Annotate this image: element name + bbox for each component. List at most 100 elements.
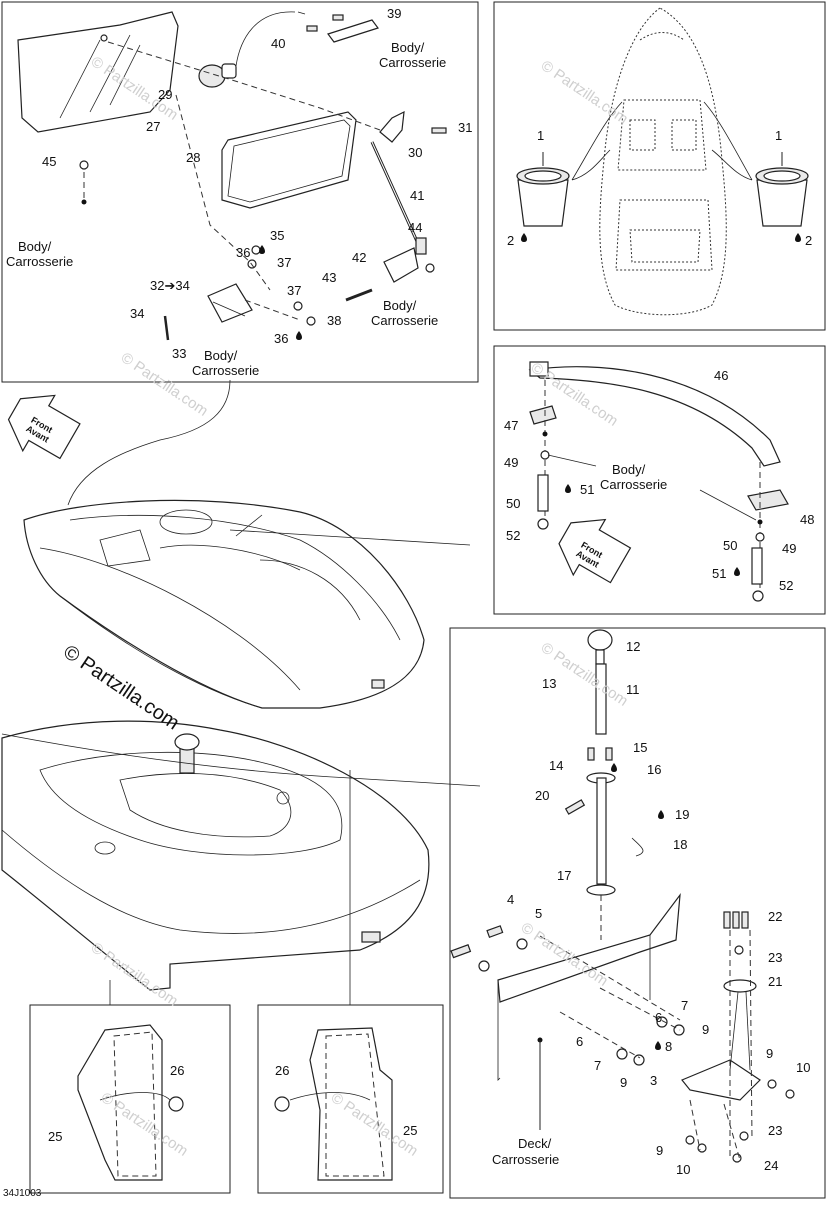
front-arrow-upper xyxy=(7,394,81,460)
part-label-p7: 7 xyxy=(681,998,688,1013)
part-label-p10: 10 xyxy=(796,1060,810,1075)
bracket-3 xyxy=(681,1059,761,1101)
part-label-p22: 22 xyxy=(768,909,782,924)
part-label-p37: 37 xyxy=(277,255,291,270)
part-label-p43: 43 xyxy=(322,270,336,285)
panel-inset-left xyxy=(29,1004,231,1194)
part-label-p5: 5 xyxy=(535,906,542,921)
carrosserie-label: Carrosserie xyxy=(6,254,73,269)
panel-top-left xyxy=(1,1,479,383)
part-label-p47: 47 xyxy=(504,418,518,433)
carrosserie-label: Carrosserie xyxy=(379,55,446,70)
part-label-p25: 25 xyxy=(403,1123,417,1138)
part-label-p12: 12 xyxy=(626,639,640,654)
part-label-p52: 52 xyxy=(506,528,520,543)
loctite-drop-icon xyxy=(521,233,527,242)
bracket-39 xyxy=(327,19,379,43)
part-label-p35: 35 xyxy=(270,228,284,243)
part-label-p37: 37 xyxy=(287,283,301,298)
part-label-p29: 29 xyxy=(158,87,172,102)
gasket xyxy=(221,111,357,209)
part-label-p11: 11 xyxy=(626,682,640,697)
loctite-drop-icon xyxy=(655,1041,661,1050)
panel-top-right xyxy=(493,1,826,331)
part-label-p46: 46 xyxy=(714,368,728,383)
boat-stern xyxy=(1,720,430,991)
panel-mid-right xyxy=(493,345,826,615)
loctite-drop-icon xyxy=(259,245,265,254)
faint-watermark: © Partzilla.com xyxy=(538,639,631,710)
part-label-p44: 44 xyxy=(408,220,422,235)
part-label-p7: 7 xyxy=(594,1058,601,1073)
part-label-p49: 49 xyxy=(782,541,796,556)
part-label-p39: 39 xyxy=(387,6,401,21)
tube-14 xyxy=(596,777,607,885)
part-label-p10: 10 xyxy=(676,1162,690,1177)
part-label-p6: 6 xyxy=(655,1010,662,1025)
grab-rail xyxy=(528,366,781,467)
part-label-p24: 24 xyxy=(764,1158,778,1173)
body-label: Body/ xyxy=(612,462,646,477)
part-label-p27: 27 xyxy=(146,119,160,134)
body-label: Body/ xyxy=(18,239,52,254)
part-label-p49: 49 xyxy=(504,455,518,470)
loctite-drop-icon xyxy=(565,484,571,493)
part-label-p14: 14 xyxy=(549,758,563,773)
part-label-p3: 3 xyxy=(650,1073,657,1088)
carrosserie-label: Carrosserie xyxy=(371,313,438,328)
part-label-p19: 19 xyxy=(675,807,689,822)
part-label-p32_34: 32➔34 xyxy=(150,278,190,293)
part-label-p30: 30 xyxy=(408,145,422,160)
part-label-p40: 40 xyxy=(271,36,285,51)
part-label-p18: 18 xyxy=(673,837,687,852)
body-label: Body/ xyxy=(204,348,238,363)
cup-holder-left xyxy=(516,167,570,227)
part-label-p50: 50 xyxy=(506,496,520,511)
part-label-p9: 9 xyxy=(702,1022,709,1037)
part-label-p13: 13 xyxy=(542,676,556,691)
front-arrow-lower xyxy=(558,518,632,584)
part-label-p21: 21 xyxy=(768,974,782,989)
inset-left-liner xyxy=(77,1024,163,1181)
part-label-p48: 48 xyxy=(800,512,814,527)
part-label-p26: 26 xyxy=(170,1063,184,1078)
part-label-p23: 23 xyxy=(768,1123,782,1138)
faint-watermark: © Partzilla.com xyxy=(538,57,631,128)
part-label-p1: 1 xyxy=(537,128,544,143)
faint-watermark: © Partzilla.com xyxy=(118,349,211,420)
bracket-42 xyxy=(383,247,419,283)
part-label-p52: 52 xyxy=(779,578,793,593)
carrosserie-label: Carrosserie xyxy=(600,477,667,492)
part-label-p17: 17 xyxy=(557,868,571,883)
boat-iso xyxy=(23,499,425,709)
part-label-p45: 45 xyxy=(42,154,56,169)
part-label-p36: 36 xyxy=(236,245,250,260)
loctite-drop-icon xyxy=(658,810,664,819)
part-label-p2: 2 xyxy=(805,233,812,248)
body-label: Body/ xyxy=(391,40,425,55)
part-label-p1: 1 xyxy=(775,128,782,143)
deck-top-view xyxy=(599,7,727,316)
latch xyxy=(198,64,226,88)
deck-carrosserie-label: Carrosserie xyxy=(492,1152,559,1167)
post-11 xyxy=(595,663,607,735)
part-label-p15: 15 xyxy=(633,740,647,755)
part-label-p38: 38 xyxy=(327,313,341,328)
part-label-p25: 25 xyxy=(48,1129,62,1144)
panel-bottom-right xyxy=(449,627,826,1199)
part-label-p28: 28 xyxy=(186,150,200,165)
loctite-drop-icon xyxy=(795,233,801,242)
body-label: Body/ xyxy=(383,298,417,313)
part-label-p23: 23 xyxy=(768,950,782,965)
part-label-p9: 9 xyxy=(766,1046,773,1061)
part-label-p26: 26 xyxy=(275,1063,289,1078)
deck-label: Deck/ xyxy=(518,1136,552,1151)
part-label-p9: 9 xyxy=(656,1143,663,1158)
part-label-p33: 33 xyxy=(172,346,186,361)
carrosserie-label: Carrosserie xyxy=(192,363,259,378)
part-label-p8: 8 xyxy=(665,1039,672,1054)
part-label-p51: 51 xyxy=(712,566,726,581)
part-label-p41: 41 xyxy=(410,188,424,203)
diagram-code: 34J1003 xyxy=(3,1188,42,1199)
